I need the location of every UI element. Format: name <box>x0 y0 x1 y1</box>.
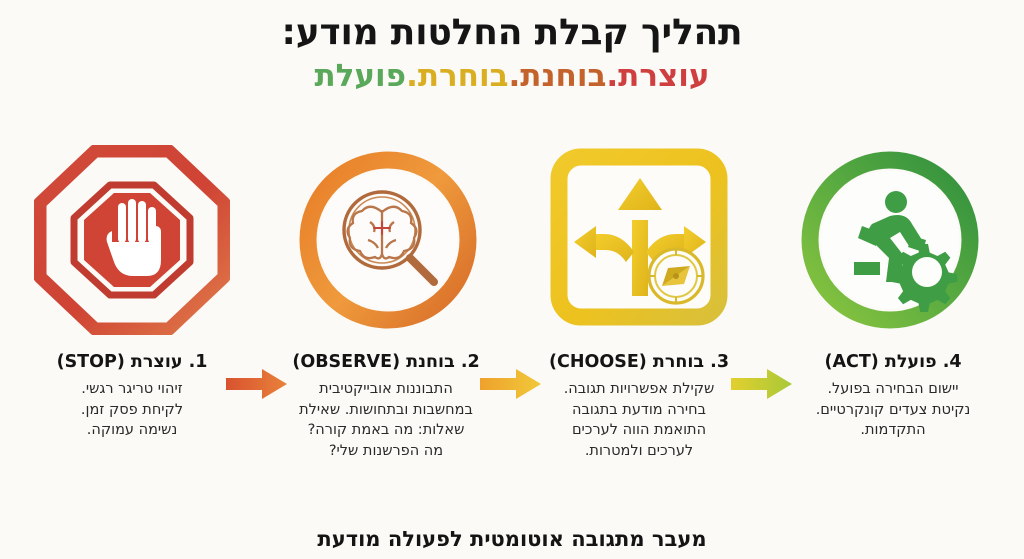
page-title: תהליך קבלת החלטות מודע: <box>281 12 743 53</box>
arrow-observe-to-choose <box>480 367 542 401</box>
step-node-act[interactable] <box>790 145 990 335</box>
step-description-stop: זיהוי טריגר רגשי. לקיחת פסק זמן. נשימה ע… <box>14 379 250 441</box>
desc-line: נקיטת צעדים קונקרטיים. <box>815 401 971 418</box>
desc-line: לערכים ולמטרות. <box>584 442 694 459</box>
subtitle-part-observe: בוחנת. <box>508 58 607 95</box>
arrow-stop-to-observe <box>226 367 288 401</box>
subtitle-part-act: פועלת <box>314 58 407 95</box>
desc-line: שאלות: מה באמת קורה? <box>307 422 465 439</box>
subtitle-part-choose: בוחרת. <box>406 58 509 95</box>
desc-line: בחירה מודעת בתגובה <box>572 401 706 418</box>
step-label-stop: 1. עוצרת (STOP) <box>56 352 208 372</box>
compass-glyph <box>647 246 705 305</box>
running-person-gear-icon <box>801 151 979 329</box>
desc-line: התבוננות אובייקטיבית <box>319 381 453 397</box>
desc-line: שקילת אפשרויות תגובה. <box>563 381 715 397</box>
fork-arrows-compass-icon <box>550 148 728 325</box>
step-label-choose: 3. בוחרת (CHOOSE) <box>548 352 730 372</box>
octagon-stop-hand-icon <box>34 145 230 335</box>
subtitle-part-stop: עוצרת. <box>606 58 710 95</box>
process-flow <box>0 145 1024 399</box>
step-node-stop[interactable] <box>32 145 232 335</box>
desc-line: לקיחת פסק זמן. <box>80 401 184 418</box>
step-node-choose[interactable] <box>540 145 740 335</box>
subtitle: עוצרת.בוחנת.בוחרת.פועלת <box>0 59 1024 95</box>
caption-column-choose: 3. בוחרת (CHOOSE) שקילת אפשרויות תגובה. … <box>521 352 757 461</box>
desc-line: מה הפרשנות שלי? <box>328 442 444 459</box>
desc-line: במחשבות ובתחושות. שאילת <box>299 401 473 418</box>
arrow-choose-to-act <box>731 367 793 401</box>
step-captions: 1. עוצרת (STOP) זיהוי טריגר רגשי. לקיחת … <box>0 352 1024 512</box>
desc-line: זיהוי טריגר רגשי. <box>81 381 183 397</box>
step-description-act: יישום הבחירה בפועל. נקיטת צעדים קונקרטיי… <box>775 379 1011 441</box>
caption-column-act: 4. פועלת (ACT) יישום הבחירה בפועל. נקיטת… <box>775 352 1011 441</box>
fork-arrow-glyph <box>574 177 706 296</box>
desc-line: נשימה עמוקה. <box>86 422 178 439</box>
desc-line: התקדמות. <box>860 422 926 439</box>
desc-line: יישום הבחירה בפועל. <box>827 381 959 397</box>
step-label-observe: 2. בוחנת (OBSERVE) <box>292 352 480 372</box>
caption-column-observe: 2. בוחנת (OBSERVE) התבוננות אובייקטיבית … <box>268 352 504 461</box>
step-label-act: 4. פועלת (ACT) <box>824 352 962 372</box>
magnifier-brain-icon <box>299 151 477 329</box>
footer: מעבר מתגובה אוטומטית לפעולה מודעת <box>0 527 1024 551</box>
step-node-observe[interactable] <box>288 145 488 335</box>
step-description-choose: שקילת אפשרויות תגובה. בחירה מודעת בתגובה… <box>521 379 757 461</box>
desc-line: התואמת הווה לערכים <box>571 422 707 439</box>
caption-column-stop: 1. עוצרת (STOP) זיהוי טריגר רגשי. לקיחת … <box>14 352 250 441</box>
hand-glyph <box>106 199 161 276</box>
title-block: תהליך קבלת החלטות מודע: עוצרת.בוחנת.בוחר… <box>0 12 1024 95</box>
step-description-observe: התבוננות אובייקטיבית במחשבות ובתחושות. ש… <box>268 379 504 461</box>
footer-caption: מעבר מתגובה אוטומטית לפעולה מודעת <box>317 527 707 551</box>
